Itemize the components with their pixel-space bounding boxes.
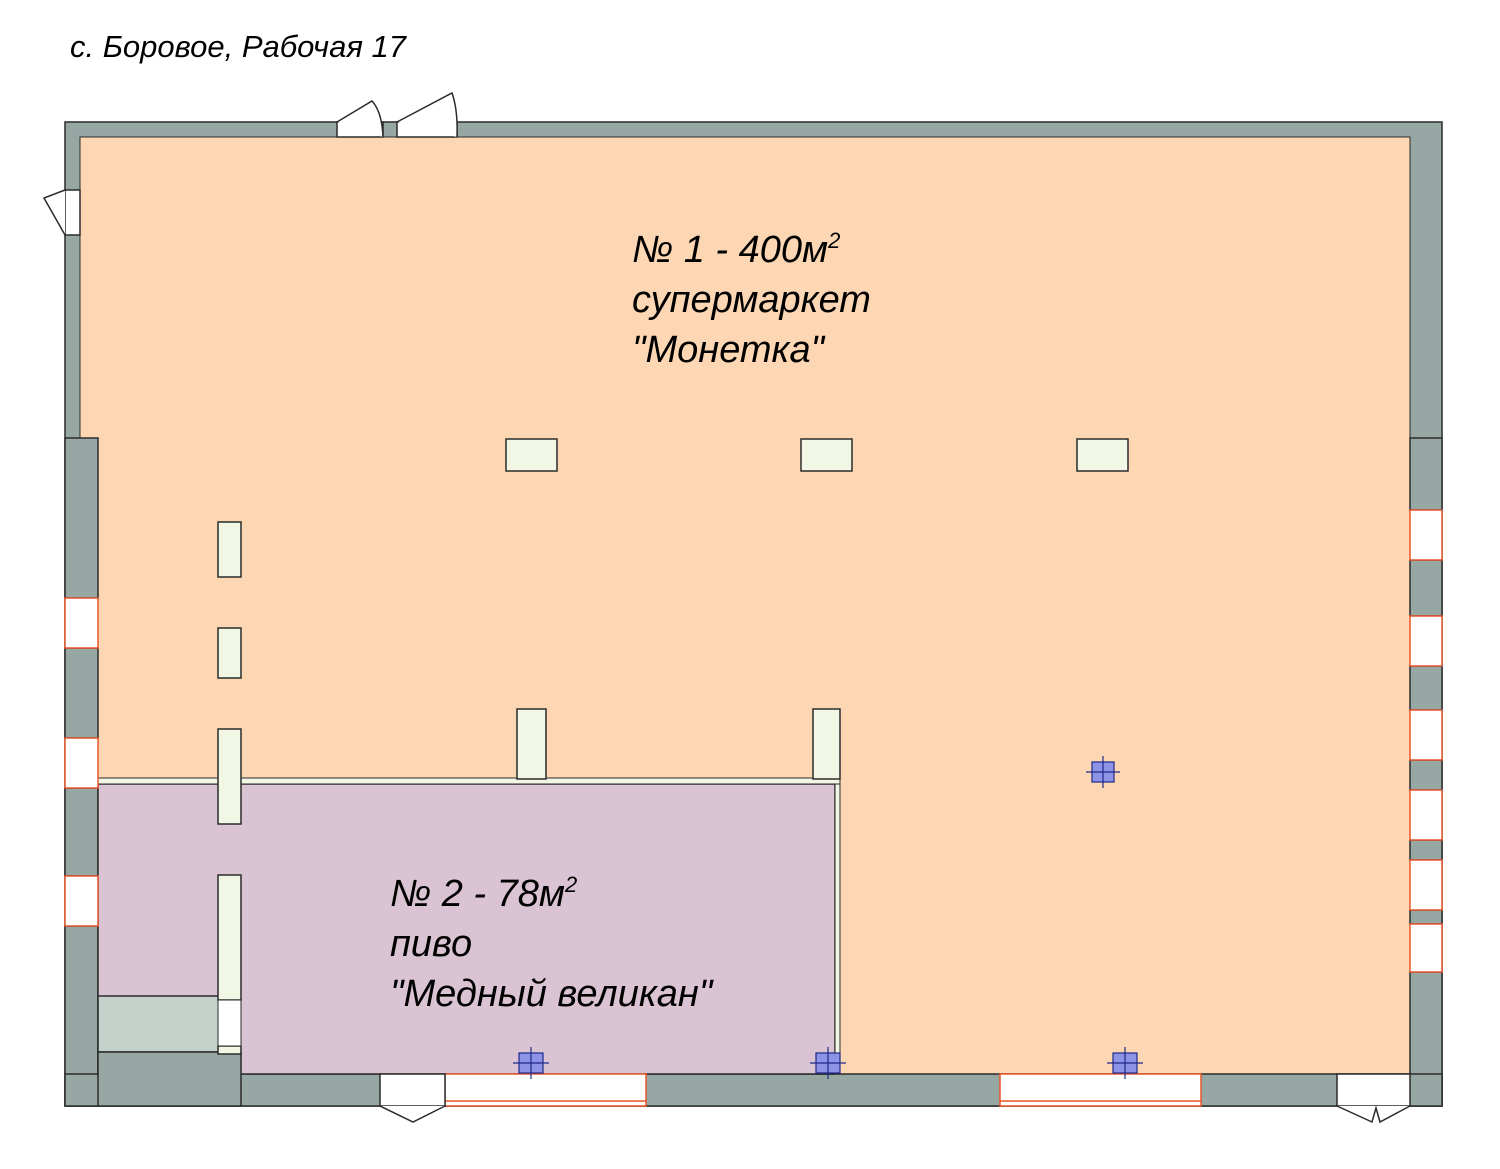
utility-room	[97, 995, 221, 1053]
column	[217, 874, 242, 1001]
door-icon	[42, 189, 66, 236]
window-icon	[1409, 923, 1443, 973]
room-2-use: пиво	[390, 923, 472, 965]
column	[1076, 438, 1129, 472]
corner-wall	[97, 1051, 242, 1107]
column	[217, 1045, 242, 1055]
window-icon	[1409, 509, 1443, 561]
door-icon	[396, 91, 458, 138]
vent-marker-icon	[810, 1047, 846, 1079]
door-icon	[336, 100, 384, 138]
room-2-title: № 2 - 78м2	[390, 872, 577, 915]
window-icon	[1409, 789, 1443, 841]
right-wall-section	[1409, 759, 1443, 791]
partition-wall	[834, 783, 841, 1075]
column	[217, 728, 242, 825]
door-icon	[379, 1073, 446, 1107]
column	[812, 708, 841, 780]
vent-marker-icon	[513, 1047, 549, 1079]
window-icon	[1409, 859, 1443, 911]
window-icon	[64, 737, 99, 789]
window-icon	[1409, 615, 1443, 667]
window-icon	[64, 597, 99, 649]
window-icon	[64, 875, 99, 927]
column	[800, 438, 853, 472]
door-icon	[64, 189, 81, 236]
right-wall-section	[1409, 437, 1443, 511]
left-wall-section	[64, 787, 99, 877]
door-icon	[379, 1105, 446, 1123]
right-wall-section	[1409, 665, 1443, 711]
room-2-tenant: "Медный великан"	[390, 973, 714, 1015]
left-wall-section	[64, 437, 99, 599]
vent-marker-icon	[1086, 756, 1120, 788]
door-icon	[1336, 1105, 1411, 1124]
door-opening	[217, 999, 242, 1047]
partition-wall	[97, 777, 841, 785]
room-1-tenant: "Монетка"	[632, 329, 826, 371]
address-label: с. Боровое, Рабочая 17	[70, 29, 408, 64]
vent-marker-icon	[1107, 1047, 1143, 1079]
right-wall-section	[1409, 909, 1443, 925]
window-icon	[1409, 709, 1443, 761]
column	[217, 521, 242, 578]
left-wall-section	[64, 647, 99, 739]
column	[505, 438, 558, 472]
door-icon	[1336, 1073, 1411, 1107]
right-wall-section	[1409, 839, 1443, 861]
right-wall-section	[1409, 559, 1443, 617]
room-1-title: № 1 - 400м2	[632, 228, 840, 271]
column	[516, 708, 547, 780]
column	[217, 627, 242, 679]
bottom-wall	[64, 1073, 1443, 1107]
room-1-use: супермаркет	[632, 279, 871, 321]
